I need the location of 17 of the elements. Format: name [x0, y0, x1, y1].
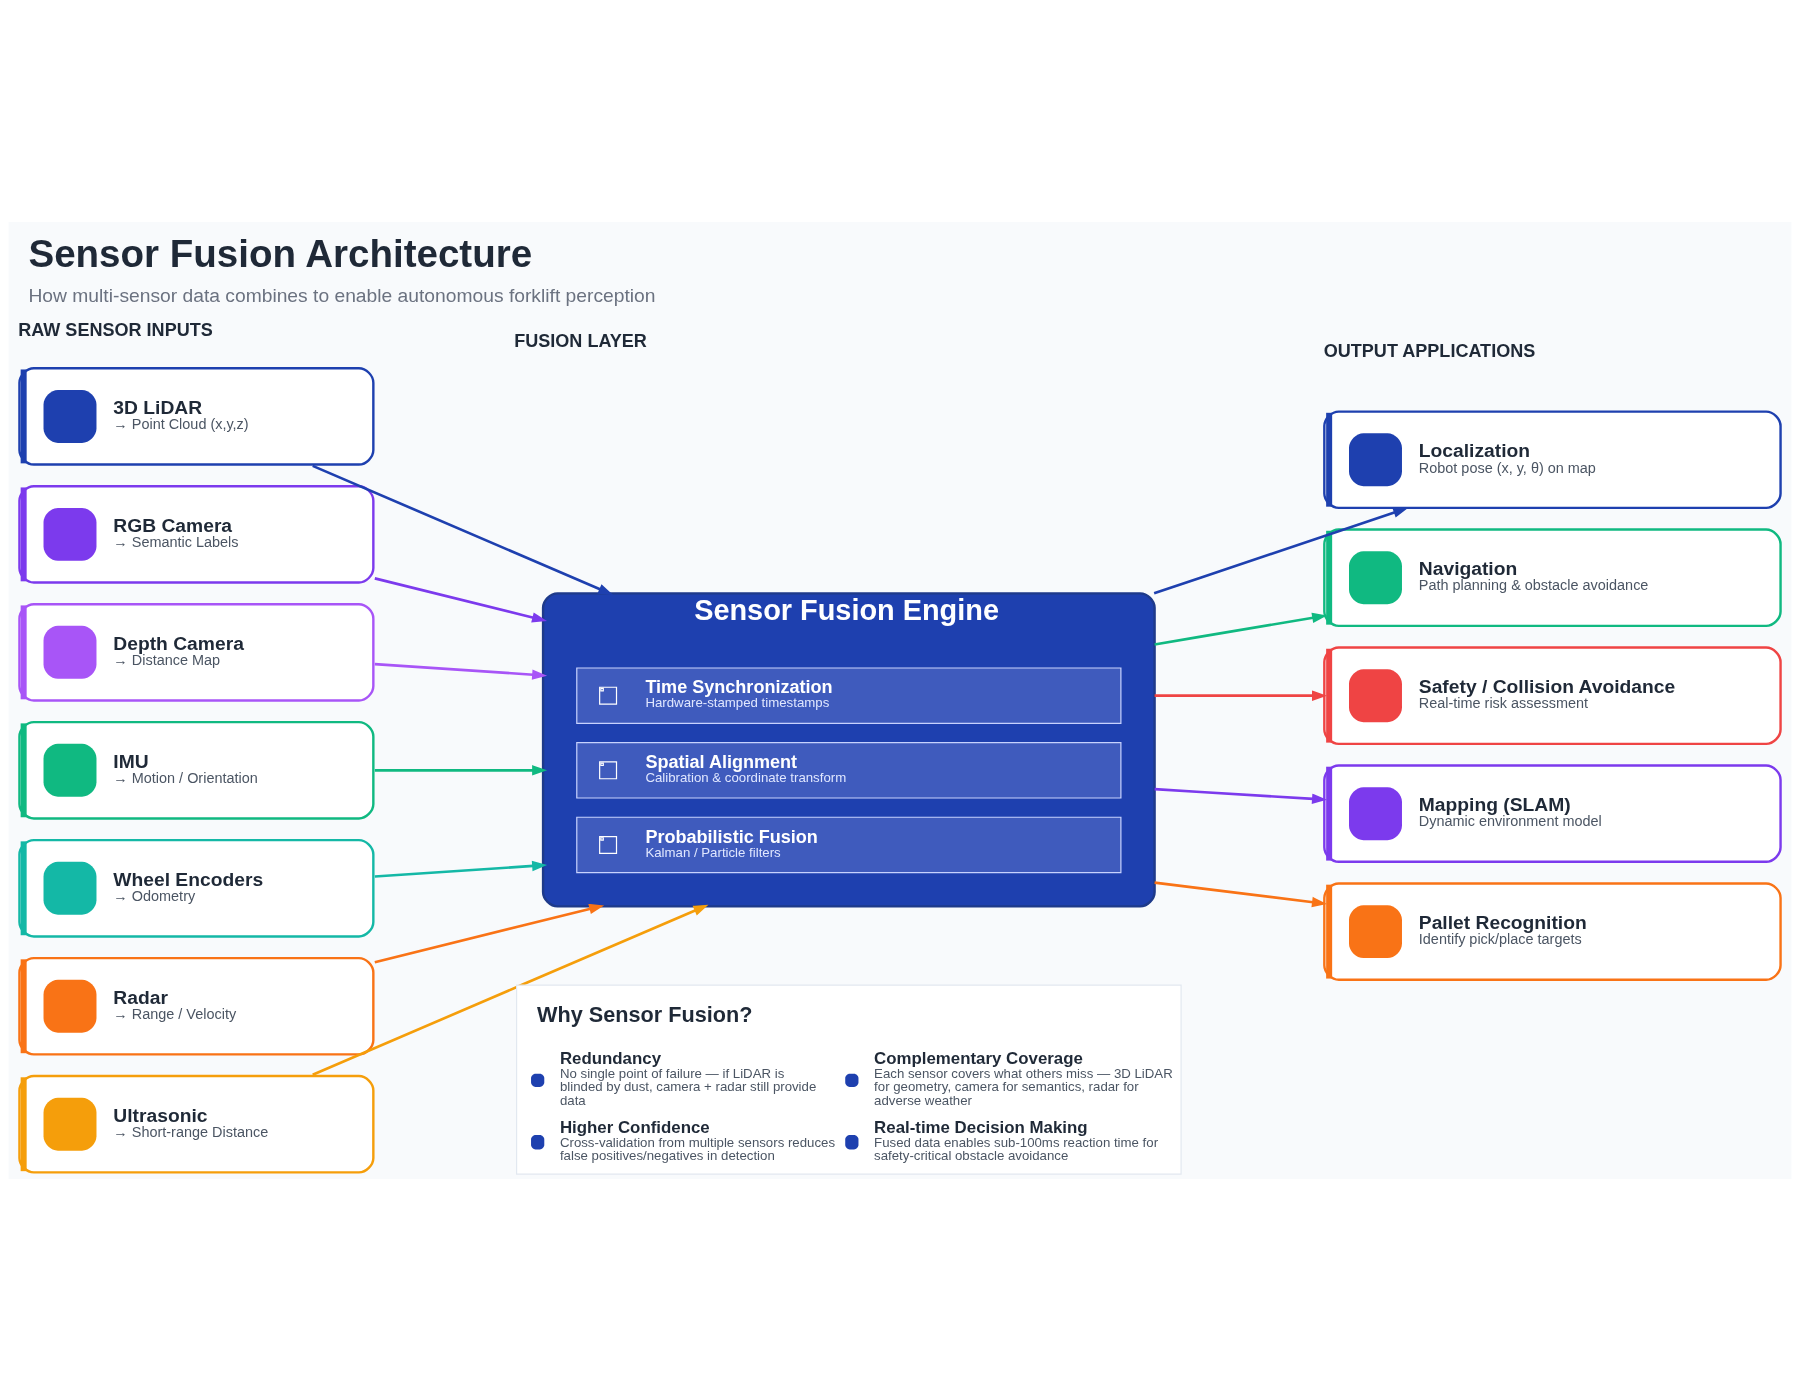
- arrow: [1154, 689, 1327, 701]
- arrow: [374, 764, 548, 776]
- arrow: [374, 576, 547, 623]
- arrow: [312, 464, 614, 595]
- arrow: [374, 860, 548, 878]
- caption: How multi-sensor data combines to enable autonomous forklift perception: [28, 284, 656, 306]
- label: FUSION LAYER: [514, 330, 647, 351]
- arrow: [1154, 612, 1328, 646]
- arrow: [1153, 507, 1409, 595]
- arrow: [374, 903, 605, 964]
- diagram-title: Sensor Fusion Architecture: [28, 231, 533, 275]
- label: RAW SENSOR INPUTS: [18, 319, 213, 340]
- arrow: [312, 904, 709, 1076]
- arrow: [374, 662, 548, 680]
- arrow: [1154, 880, 1327, 907]
- arrow: [1154, 787, 1327, 804]
- label: OUTPUT APPLICATIONS: [1323, 340, 1536, 361]
